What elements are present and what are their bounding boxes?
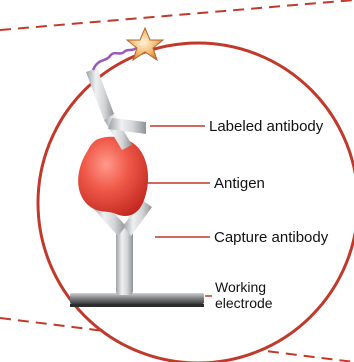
working-electrode (70, 293, 204, 307)
magnify-circle (38, 43, 354, 362)
label-working: Working (215, 279, 266, 295)
zoom-line-top (0, 0, 354, 30)
label-labeled-antibody: Labeled antibody (209, 118, 324, 135)
label-capture-antibody: Capture antibody (214, 229, 329, 246)
label-electrode: electrode (215, 295, 273, 311)
label-antigen: Antigen (214, 175, 265, 192)
